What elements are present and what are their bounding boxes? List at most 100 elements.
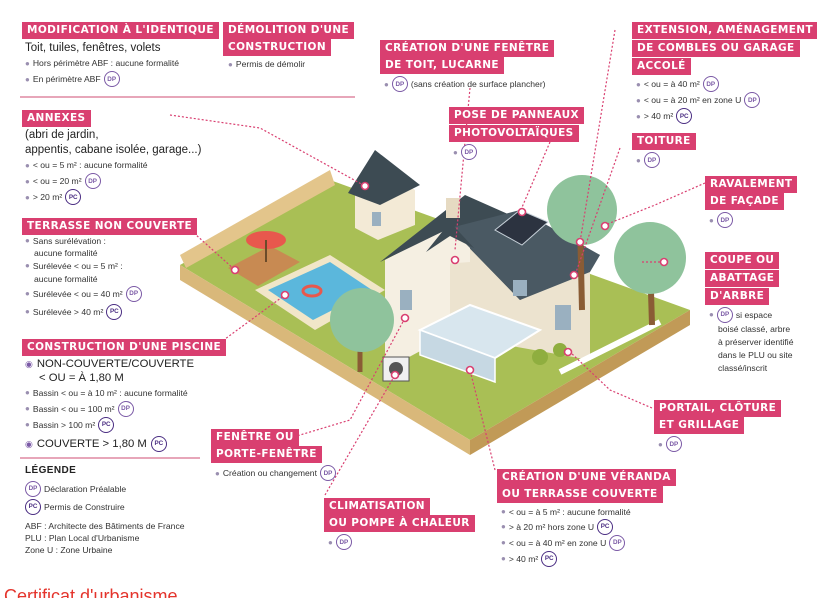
- item-text: si espace: [735, 310, 773, 320]
- dp-badge-icon: DP: [609, 535, 626, 551]
- dp-badge-icon: DP: [335, 534, 352, 550]
- item-text: Permis de démolir: [235, 59, 306, 69]
- modification-block: Toit, tuiles, fenêtres, volets ●Hors pér…: [25, 41, 179, 87]
- legend-dp-text: Déclaration Préalable: [44, 484, 127, 494]
- list-item-continued: à préserver identifié: [709, 336, 793, 349]
- section-title-ravalement-2: de façade: [705, 193, 784, 210]
- pc-badge-icon: PC: [25, 499, 41, 515]
- item-text: > 40 m²: [508, 554, 539, 564]
- list-item: ●Permis de démolir: [228, 57, 305, 72]
- pc-badge-icon: PC: [676, 108, 693, 124]
- item-text: En périmètre ABF: [32, 73, 101, 84]
- list-item-continued: classé/inscrit: [709, 362, 793, 375]
- portail-block: ●DP: [658, 436, 682, 452]
- section-title-extension-1: Extension, aménagement: [632, 22, 817, 39]
- dp-badge-icon: DP: [319, 465, 336, 481]
- section-title-annexes: Annexes: [22, 110, 91, 127]
- panneaux-block: ●DP: [453, 144, 477, 160]
- tree-far-right: [614, 222, 686, 294]
- dp-badge-icon: DP: [84, 173, 101, 189]
- item-text: Création ou changement: [222, 467, 317, 478]
- pc-badge-icon: PC: [597, 519, 614, 535]
- pc-badge-icon: PC: [106, 304, 123, 320]
- section-title-coupe-2: abattage: [705, 270, 780, 287]
- piscine-heading-2: < ou = à 1,80 m: [39, 372, 124, 384]
- pc-badge-icon: PC: [65, 189, 82, 205]
- legend-abf: ABF : Architecte des Bâtiments de France: [25, 520, 185, 532]
- dp-badge-icon: DP: [391, 76, 408, 92]
- list-item: ●Bassin < ou = à 10 m² : aucune formalit…: [25, 385, 194, 401]
- legend-zone: Zone U : Zone Urbaine: [25, 544, 185, 556]
- dp-badge-icon: DP: [117, 401, 134, 417]
- toiture-block: ●DP: [636, 152, 660, 168]
- annexes-block: (abri de jardin, appentis, cabane isolée…: [25, 128, 201, 205]
- section-title-climatisation-1: Climatisation: [324, 498, 430, 515]
- section-title-coupe-1: Coupe ou: [705, 252, 780, 269]
- section-title-panneaux-2: photovoltaïques: [449, 125, 579, 142]
- item-text: < ou = à 5 m² : aucune formalité: [508, 507, 631, 517]
- item-text: à préserver identifié: [718, 337, 794, 347]
- section-title-fenetre-toit-2: de toit, lucarne: [380, 57, 504, 74]
- footer-heading: Certificat d'urbanisme: [4, 586, 178, 598]
- list-item: ●Sans surélévation :: [25, 236, 106, 246]
- section-title-terrasse: Terrasse non couverte: [22, 218, 198, 235]
- list-item: ●DP: [658, 436, 682, 452]
- section-title-piscine: Construction d'une piscine: [22, 339, 227, 356]
- garden-fence: [558, 319, 662, 375]
- list-item: ●< ou = à 5 m² : aucune formalité: [501, 507, 631, 517]
- annexes-subtitle-2: appentis, cabane isolée, garage...): [25, 144, 202, 156]
- lot-front-wall: [180, 265, 470, 455]
- list-item: ●Surélevée < ou = 5 m² :: [25, 261, 123, 271]
- ravalement-block: ●DP: [709, 212, 733, 228]
- item-text: < ou = à 40 m²: [643, 78, 700, 89]
- fenetre-toit-block: ●DP(sans création de surface plancher): [384, 76, 546, 92]
- section-title-porte-fenetre-1: Fenêtre ou: [211, 429, 299, 446]
- tree-front: [330, 288, 394, 352]
- section-title-toiture: Toiture: [632, 133, 696, 150]
- dp-badge-icon: DP: [125, 286, 142, 302]
- item-text: (sans création de surface plancher): [410, 78, 546, 89]
- piscine-heading-1: ◉Non-couverte/couverte: [25, 358, 194, 370]
- legend-abf-text: ABF : Architecte des Bâtiments de France: [25, 521, 185, 531]
- climatisation-block: ●DP: [328, 534, 352, 550]
- section-title-demolition-1: Démolition d'une: [223, 22, 355, 39]
- list-item: ●DP: [328, 534, 352, 550]
- list-item: ●DP(sans création de surface plancher): [384, 76, 546, 92]
- house-roof-front: [450, 210, 600, 300]
- list-item: ●DP: [453, 144, 477, 160]
- modification-subtitle: Toit, tuiles, fenêtres, volets: [25, 42, 161, 54]
- section-title-demolition-2: construction: [223, 39, 332, 56]
- item-text: > à 20 m² hors zone U: [508, 522, 595, 532]
- section-title-climatisation-2: ou pompe à chaleur: [324, 515, 475, 532]
- section-title-extension-3: accolé: [632, 58, 691, 75]
- dp-badge-icon: DP: [25, 481, 41, 497]
- item-text: classé/inscrit: [718, 363, 768, 373]
- chimney: [446, 198, 460, 218]
- solar-panels: [494, 209, 549, 246]
- item-text: aucune formalité: [34, 274, 98, 284]
- list-item-continued: aucune formalité: [25, 273, 142, 285]
- window: [555, 305, 571, 330]
- section-title-portail-1: Portail, clôture: [654, 400, 782, 417]
- section-title-extension-2: de combles ou garage: [632, 40, 800, 57]
- item-text: < ou = à 20 m² en zone U: [643, 94, 742, 105]
- leader-lines: [169, 29, 706, 496]
- item-text: aucune formalité: [34, 248, 98, 258]
- tree-right: [547, 175, 617, 245]
- legend-plu: PLU : Plan Local d'Urbanisme: [25, 532, 185, 544]
- item-text: > 20 m²: [32, 191, 63, 202]
- list-item: ●< ou = 5 m² : aucune formalité: [25, 158, 201, 173]
